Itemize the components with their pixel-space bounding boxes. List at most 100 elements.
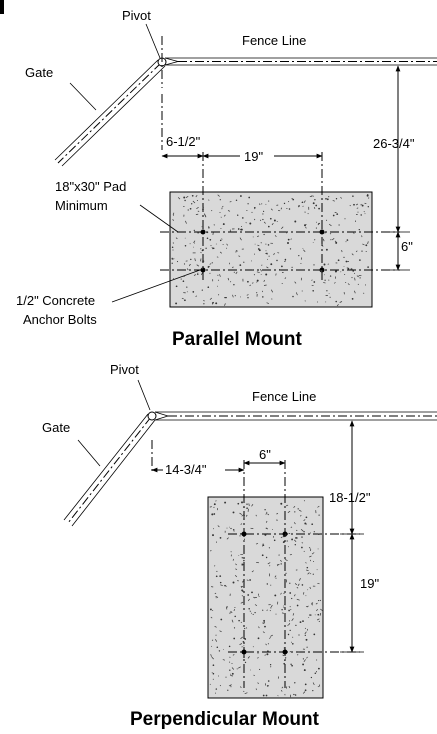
concrete-speckle bbox=[216, 570, 218, 572]
concrete-speckle bbox=[313, 264, 315, 266]
concrete-speckle bbox=[261, 203, 263, 205]
concrete-speckle bbox=[306, 605, 309, 608]
concrete-speckle bbox=[211, 645, 213, 647]
concrete-speckle bbox=[313, 633, 316, 636]
concrete-speckle bbox=[200, 251, 202, 254]
concrete-speckle bbox=[287, 238, 290, 241]
concrete-speckle bbox=[235, 271, 238, 275]
concrete-speckle bbox=[312, 682, 315, 686]
concrete-speckle bbox=[233, 627, 236, 629]
concrete-speckle bbox=[210, 616, 213, 619]
concrete-speckle bbox=[356, 275, 359, 278]
concrete-speckle bbox=[317, 686, 319, 688]
concrete-speckle bbox=[313, 281, 316, 283]
perpendicular-mount-title: Perpendicular Mount bbox=[130, 709, 320, 730]
concrete-speckle bbox=[323, 263, 326, 266]
concrete-speckle bbox=[219, 239, 222, 242]
concrete-speckle bbox=[240, 585, 244, 588]
concrete-speckle bbox=[360, 214, 362, 216]
concrete-speckle bbox=[351, 298, 354, 300]
concrete-speckle bbox=[359, 259, 361, 261]
concrete-speckle bbox=[203, 300, 205, 302]
concrete-speckle bbox=[171, 257, 173, 260]
concrete-speckle bbox=[266, 653, 269, 656]
concrete-speckle bbox=[256, 271, 260, 273]
concrete-speckle bbox=[335, 198, 338, 200]
concrete-speckle bbox=[320, 608, 323, 611]
concrete-speckle bbox=[316, 659, 318, 661]
concrete-speckle bbox=[367, 206, 369, 208]
concrete-speckle bbox=[244, 638, 247, 640]
concrete-speckle bbox=[223, 649, 225, 650]
concrete-speckle bbox=[205, 247, 207, 249]
concrete-speckle bbox=[264, 625, 266, 628]
concrete-speckle bbox=[350, 268, 353, 271]
concrete-speckle bbox=[306, 656, 308, 659]
concrete-speckle bbox=[222, 659, 225, 661]
concrete-speckle bbox=[313, 207, 316, 209]
concrete-speckle bbox=[247, 297, 249, 299]
concrete-speckle bbox=[266, 252, 268, 255]
concrete-speckle bbox=[293, 594, 296, 597]
concrete-speckle bbox=[248, 503, 250, 507]
concrete-speckle bbox=[268, 547, 270, 549]
concrete-speckle bbox=[175, 237, 178, 240]
parallel-gate-label: Gate bbox=[25, 65, 53, 80]
concrete-speckle bbox=[265, 556, 268, 559]
concrete-speckle bbox=[239, 643, 243, 646]
concrete-speckle bbox=[268, 255, 270, 257]
parallel-spacing-dimension: 19" bbox=[244, 149, 263, 164]
concrete-speckle bbox=[240, 533, 242, 535]
concrete-speckle bbox=[204, 214, 207, 218]
concrete-speckle bbox=[302, 248, 304, 249]
concrete-speckle bbox=[266, 533, 269, 535]
concrete-speckle bbox=[307, 213, 309, 215]
concrete-speckle bbox=[305, 516, 308, 519]
concrete-speckle bbox=[340, 271, 342, 273]
parallel-anchor-bolt bbox=[200, 267, 206, 273]
concrete-speckle bbox=[265, 273, 268, 276]
concrete-speckle bbox=[357, 211, 359, 213]
concrete-speckle bbox=[365, 244, 368, 247]
concrete-speckle bbox=[314, 672, 317, 674]
concrete-speckle bbox=[189, 243, 191, 245]
concrete-speckle bbox=[251, 570, 254, 573]
concrete-speckle bbox=[215, 639, 218, 642]
concrete-speckle bbox=[363, 211, 365, 213]
concrete-speckle bbox=[246, 507, 248, 510]
concrete-speckle bbox=[277, 695, 279, 697]
concrete-speckle bbox=[217, 274, 219, 276]
concrete-speckle bbox=[343, 256, 345, 258]
concrete-speckle bbox=[292, 636, 294, 638]
concrete-speckle bbox=[294, 511, 296, 513]
concrete-speckle bbox=[325, 301, 327, 303]
concrete-speckle bbox=[241, 589, 243, 592]
concrete-speckle bbox=[263, 619, 265, 622]
concrete-speckle bbox=[294, 281, 297, 284]
concrete-speckle bbox=[200, 248, 202, 250]
concrete-speckle bbox=[242, 640, 245, 643]
concrete-speckle bbox=[314, 239, 316, 241]
concrete-speckle bbox=[367, 266, 369, 268]
concrete-speckle bbox=[276, 221, 278, 222]
concrete-speckle bbox=[318, 514, 320, 516]
concrete-speckle bbox=[197, 272, 199, 275]
concrete-speckle bbox=[315, 204, 318, 207]
concrete-speckle bbox=[277, 252, 280, 254]
concrete-speckle bbox=[253, 206, 256, 209]
concrete-speckle bbox=[297, 537, 298, 539]
concrete-speckle bbox=[357, 283, 360, 286]
concrete-speckle bbox=[193, 229, 195, 232]
concrete-speckle bbox=[289, 248, 292, 250]
concrete-speckle bbox=[294, 522, 296, 525]
parallel-pivot-label: Pivot bbox=[122, 8, 151, 23]
concrete-speckle bbox=[189, 207, 192, 210]
concrete-speckle bbox=[183, 196, 186, 199]
concrete-speckle bbox=[247, 594, 250, 596]
concrete-speckle bbox=[171, 246, 174, 248]
concrete-speckle bbox=[318, 600, 320, 602]
concrete-speckle bbox=[291, 597, 293, 600]
parallel-anchor-bolt bbox=[319, 229, 325, 235]
concrete-speckle bbox=[252, 646, 254, 648]
concrete-speckle bbox=[288, 685, 291, 689]
